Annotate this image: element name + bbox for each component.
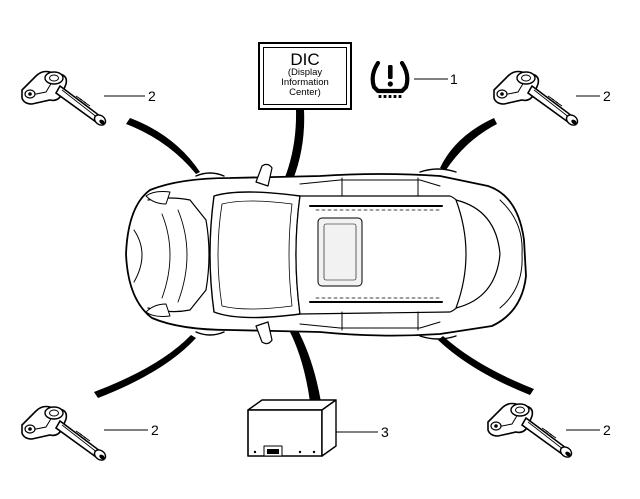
tire-pressure-sensor-rear-right xyxy=(487,402,575,460)
tpms-warning-icon xyxy=(370,60,410,98)
dic-display-frame xyxy=(263,47,347,105)
tire-pressure-sensor-rear-left xyxy=(21,405,109,463)
callout-2-rear-left-sensor: 2 xyxy=(151,422,159,438)
callout-1-tpms-warning: 1 xyxy=(450,71,458,87)
callout-2-front-left-sensor: 2 xyxy=(148,88,156,104)
tire-pressure-sensor-front-left xyxy=(21,70,109,128)
dic-subtitle-line-3: Center) xyxy=(289,87,321,98)
callout-2-rear-right-sensor: 2 xyxy=(603,422,611,438)
tpms-receiver-module-icon xyxy=(247,399,337,457)
dic-title: DIC xyxy=(290,50,320,69)
vehicle-top-view xyxy=(125,163,527,345)
dic-display-box: DIC (Display Information Center) xyxy=(258,42,352,110)
callout-leader-lines xyxy=(104,78,600,433)
tire-pressure-sensor-front-right xyxy=(493,70,581,128)
dic-subtitle-line-1: (Display xyxy=(287,67,323,78)
callout-3-receiver-module: 3 xyxy=(381,424,389,440)
callout-2-front-right-sensor: 2 xyxy=(603,88,611,104)
dic-subtitle-line-2: Information xyxy=(281,77,329,88)
dic-subtitle: (Display Information Center) xyxy=(260,68,350,98)
